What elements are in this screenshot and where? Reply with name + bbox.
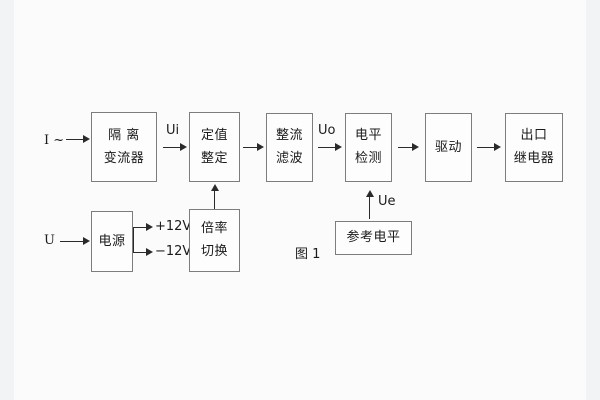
block-power-supply-line-1: 电源 (98, 233, 126, 249)
supply-positive-label: +12V (155, 219, 192, 234)
block-rectify-filter-line-2: 滤波 (275, 151, 303, 166)
uo-line (318, 147, 336, 148)
setting-to-rectify-arrowhead (257, 143, 264, 151)
block-drive: 驱动 (425, 113, 472, 182)
block-level-detect: 电平 检测 (345, 113, 392, 182)
supply-negative-label: −12V (155, 244, 192, 259)
input-voltage-line (60, 241, 84, 242)
supply-rail-trunk (133, 227, 134, 253)
block-output-relay-line-1: 出口 (520, 128, 548, 144)
input-voltage-arrowhead (83, 237, 90, 245)
page-edge-left (0, 0, 14, 400)
ratio-switch-to-setting-line (214, 190, 215, 209)
input-current-line (66, 139, 84, 140)
block-setting-line-1: 定值 (200, 127, 228, 143)
figure-caption: 图 1 (295, 247, 321, 262)
block-rectify-filter: 整流 滤波 (266, 113, 313, 182)
supply-positive-line (133, 227, 147, 228)
input-current-label: I ~ (44, 133, 65, 148)
block-ratio-switch: 倍率 切换 (189, 209, 240, 272)
uo-arrowhead (335, 143, 342, 151)
drive-to-relay-arrowhead (494, 143, 501, 151)
ui-arrowhead (180, 143, 187, 151)
ratio-switch-to-setting-arrowhead (211, 184, 219, 191)
block-power-supply: 电源 (91, 211, 133, 272)
block-isolation-ct-line-1: 隔 离 (108, 127, 140, 143)
drive-to-relay-line (477, 147, 495, 148)
page-edge-right (586, 0, 600, 400)
supply-negative-arrowhead (146, 248, 153, 256)
block-ratio-switch-line-2: 切换 (200, 244, 228, 259)
reference-to-level-line (369, 196, 370, 219)
block-output-relay-line-2: 继电器 (513, 151, 555, 166)
ui-line (163, 147, 181, 148)
block-setting-line-2: 整定 (200, 150, 228, 166)
level-to-drive-arrowhead (412, 143, 419, 151)
block-level-detect-line-2: 检测 (354, 151, 382, 166)
input-voltage-label: U (44, 233, 55, 248)
block-reference-level: 参考电平 (335, 221, 412, 255)
signal-label-ue: Ue (378, 194, 396, 209)
block-setting: 定值 整定 (189, 112, 240, 182)
signal-label-uo: Uo (318, 123, 336, 138)
reference-to-level-arrowhead (366, 190, 374, 197)
supply-negative-line (133, 252, 147, 253)
block-isolation-ct: 隔 离 变流器 (91, 112, 157, 182)
block-output-relay: 出口 继电器 (505, 113, 563, 182)
input-current-arrowhead (83, 135, 90, 143)
block-ratio-switch-line-1: 倍率 (200, 221, 228, 237)
block-isolation-ct-line-2: 变流器 (103, 150, 145, 166)
supply-positive-arrowhead (146, 223, 153, 231)
block-rectify-filter-line-1: 整流 (275, 128, 303, 144)
block-drive-line-1: 驱动 (434, 139, 462, 155)
setting-to-rectify-line (243, 147, 258, 148)
level-to-drive-line (398, 147, 413, 148)
block-level-detect-line-1: 电平 (354, 128, 382, 144)
signal-label-ui: Ui (166, 123, 180, 138)
block-reference-level-line-1: 参考电平 (346, 230, 401, 246)
